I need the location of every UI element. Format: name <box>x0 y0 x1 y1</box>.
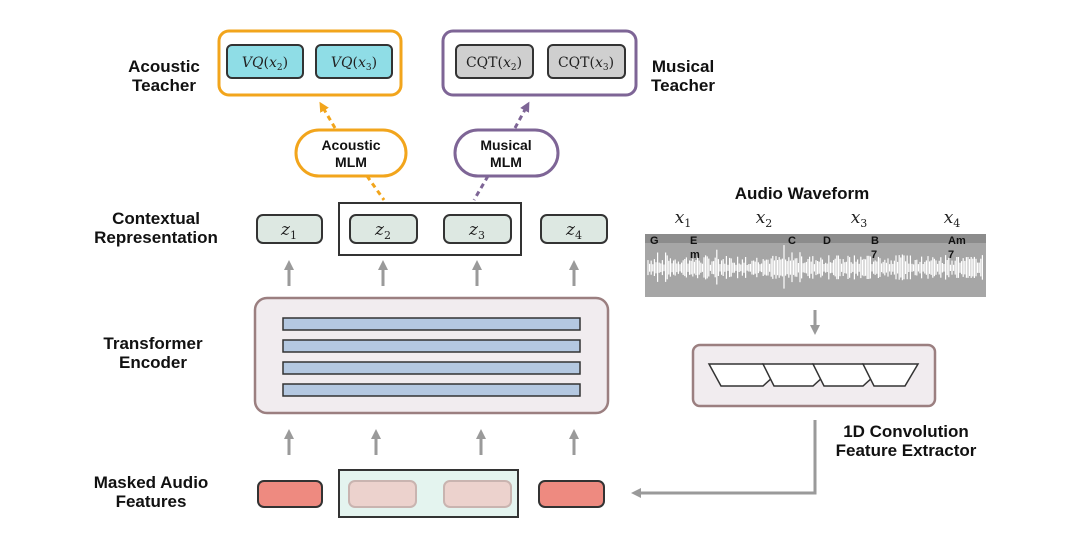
acoustic-mlm-arrow <box>319 101 337 129</box>
musical-mlm-arrow <box>472 175 490 201</box>
svg-text:MLM: MLM <box>490 154 522 170</box>
audio-feature <box>257 480 323 508</box>
svg-text:D: D <box>823 235 831 247</box>
conv-to-features-arrow <box>631 420 817 498</box>
z-token: z1 <box>256 214 323 244</box>
conv-feature-extractor-label: 1D Convolution Feature Extractor <box>836 422 977 460</box>
svg-text:m: m <box>690 249 700 261</box>
audio-waveform <box>645 234 986 297</box>
svg-text:Transformer: Transformer <box>103 334 203 353</box>
z-token: z2 <box>349 214 418 244</box>
svg-text:Features: Features <box>116 492 187 511</box>
audio-feature <box>538 480 605 508</box>
svg-text:z4: z4 <box>565 220 582 242</box>
svg-text:x1: x1 <box>675 208 692 230</box>
svg-text:Acoustic: Acoustic <box>321 137 380 153</box>
svg-text:7: 7 <box>871 249 877 261</box>
contextual-representation-label: Contextual Representation <box>94 209 218 247</box>
transformer-encoder-label: Transformer Encoder <box>103 334 203 372</box>
svg-text:1D Convolution: 1D Convolution <box>843 422 969 441</box>
svg-text:Feature Extractor: Feature Extractor <box>836 441 977 460</box>
cqt-token: CQT(x3) <box>547 44 626 79</box>
masked-audio-feature <box>348 480 417 508</box>
svg-text:z2: z2 <box>374 220 391 242</box>
musical-mlm-arrow <box>513 101 530 129</box>
cqt-token: CQT(x2) <box>455 44 534 79</box>
svg-text:Contextual: Contextual <box>112 209 200 228</box>
svg-text:7: 7 <box>948 249 954 261</box>
vq-token: VQ(x3) <box>315 44 393 79</box>
waveform-segment-labels: x1 x2 x3 x4 <box>675 208 961 230</box>
svg-text:Teacher: Teacher <box>651 76 715 95</box>
z-token: z4 <box>540 214 608 244</box>
svg-text:MLM: MLM <box>335 154 367 170</box>
musical-teacher-label: Musical Teacher <box>651 57 715 95</box>
audio-waveform-title: Audio Waveform <box>735 184 869 203</box>
svg-text:G: G <box>650 235 659 247</box>
svg-text:Acoustic: Acoustic <box>128 57 200 76</box>
svg-text:VQ(x3): VQ(x3) <box>331 55 377 73</box>
svg-text:E: E <box>690 235 697 247</box>
transformer-encoder-block <box>253 296 610 415</box>
svg-text:B: B <box>871 235 879 247</box>
svg-text:Encoder: Encoder <box>119 353 187 372</box>
conv-feature-extractor-block <box>691 343 937 408</box>
z-token: z3 <box>443 214 512 244</box>
svg-text:Representation: Representation <box>94 228 218 247</box>
acoustic-mlm-bubble: Acoustic MLM <box>294 128 408 178</box>
svg-text:x3: x3 <box>851 208 868 230</box>
svg-text:Musical: Musical <box>480 137 531 153</box>
acoustic-mlm-arrow <box>365 175 386 201</box>
encoder-output-arrows <box>284 260 579 286</box>
masked-audio-features-label: Masked Audio Features <box>94 473 209 511</box>
svg-text:Musical: Musical <box>652 57 714 76</box>
svg-text:x4: x4 <box>944 208 961 230</box>
svg-text:Teacher: Teacher <box>132 76 196 95</box>
svg-text:CQT(x2): CQT(x2) <box>466 55 522 73</box>
svg-text:z3: z3 <box>468 220 485 242</box>
svg-text:CQT(x3): CQT(x3) <box>558 55 614 73</box>
svg-text:z1: z1 <box>280 220 297 242</box>
svg-text:Am: Am <box>948 235 966 247</box>
svg-text:C: C <box>788 235 796 247</box>
feature-input-arrows <box>284 429 579 455</box>
acoustic-teacher-label: Acoustic Teacher <box>128 57 200 95</box>
svg-text:x2: x2 <box>756 208 773 230</box>
svg-text:Masked Audio: Masked Audio <box>94 473 209 492</box>
chord-labels: G E m C D B 7 Am 7 <box>650 235 966 261</box>
masked-audio-feature <box>443 480 512 508</box>
musical-mlm-bubble: Musical MLM <box>453 128 560 178</box>
vq-token: VQ(x2) <box>226 44 304 79</box>
svg-text:VQ(x2): VQ(x2) <box>242 55 288 73</box>
